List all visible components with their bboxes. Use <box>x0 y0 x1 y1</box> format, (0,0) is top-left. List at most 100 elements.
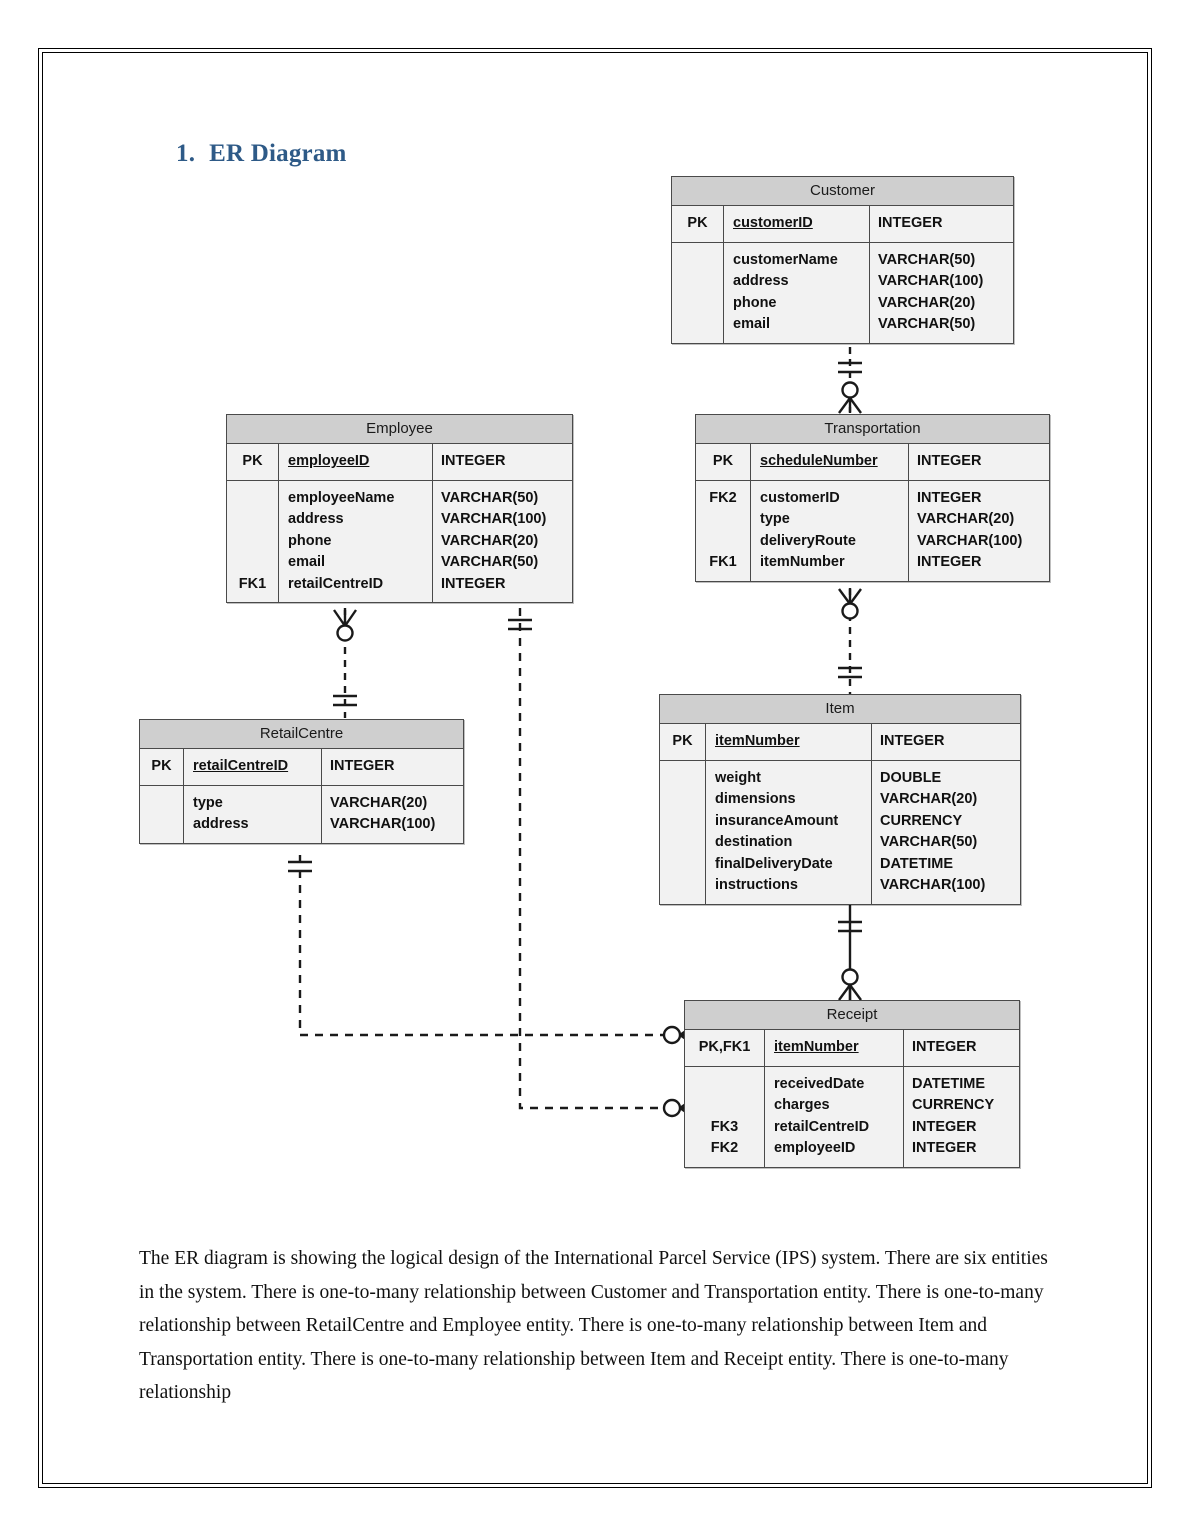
attribute-type: VARCHAR(50) <box>441 554 539 570</box>
heading-text: ER Diagram <box>209 140 347 167</box>
entity-item-attr-section: . . . . . . weight dimensions insuranceA… <box>660 759 1022 904</box>
attribute-type: VARCHAR(20) <box>880 791 978 807</box>
key-label: . <box>672 271 723 293</box>
attribute-type: INTEGER <box>912 1039 977 1055</box>
attribute-type: VARCHAR(100) <box>441 511 547 527</box>
key-label: . <box>672 314 723 336</box>
key-label: . <box>696 531 750 553</box>
attribute-type: VARCHAR(20) <box>878 294 976 311</box>
attribute-name: employeeName <box>288 489 395 506</box>
attribute-type: CURRENCY <box>912 1097 995 1113</box>
page-border <box>38 48 1152 1488</box>
attribute-name: itemNumber <box>715 733 800 749</box>
attribute-name: retailCentreID <box>288 575 384 592</box>
entity-employee-body: PK employeeID INTEGER . . . . FK1 <box>227 444 572 602</box>
key-label: . <box>227 509 278 531</box>
key-label: . <box>660 854 705 876</box>
entity-employee[interactable]: Employee PK employeeID INTEGER . . . . <box>226 414 573 603</box>
attribute-name-column: type address <box>184 785 322 843</box>
connector-item-transportation <box>838 588 862 694</box>
entity-transportation-pk-section: PK scheduleNumber INTEGER <box>696 444 1049 480</box>
key-column: PK <box>672 206 724 242</box>
key-column: PK <box>660 724 706 760</box>
attribute-type: VARCHAR(100) <box>917 532 1023 549</box>
entity-customer-attr-section: . . . . customerName address phone email… <box>672 241 1015 343</box>
key-label: . <box>672 293 723 315</box>
entity-customer-pk-section: PK customerID INTEGER <box>672 206 1013 242</box>
entity-receipt-pk-section: PK,FK1 itemNumber INTEGER <box>685 1030 1019 1066</box>
key-label: . <box>685 1095 764 1117</box>
attribute-type: CURRENCY <box>880 812 963 829</box>
attribute-name: retailCentreID <box>193 758 289 774</box>
attribute-name: employeeID <box>288 453 370 469</box>
attribute-name-column: itemNumber <box>706 724 872 760</box>
attribute-name: receivedDate <box>774 1075 865 1092</box>
entity-retailcentre-body: PK retailCentreID INTEGER . . type addre… <box>140 749 463 843</box>
key-column: PK <box>227 444 279 480</box>
entity-item[interactable]: Item PK itemNumber INTEGER . . . . <box>659 694 1021 905</box>
attribute-name-column: itemNumber <box>765 1030 904 1066</box>
attribute-name: retailCentreID <box>774 1118 870 1135</box>
entity-item-pk-section: PK itemNumber INTEGER <box>660 724 1020 760</box>
key-label: . <box>140 793 183 815</box>
attribute-type-column: DOUBLE VARCHAR(20) CURRENCY VARCHAR(50) … <box>872 761 1022 904</box>
connector-retailcentre-employee <box>333 608 357 718</box>
attribute-name: weight <box>715 769 761 786</box>
attribute-name: customerName <box>733 251 838 268</box>
entity-retailcentre-pk-section: PK retailCentreID INTEGER <box>140 749 463 785</box>
key-label: . <box>227 531 278 553</box>
attribute-type: VARCHAR(20) <box>441 532 539 549</box>
key-label: . <box>660 789 705 811</box>
entity-item-title: Item <box>660 695 1020 724</box>
attribute-type-column: VARCHAR(50) VARCHAR(100) VARCHAR(20) VAR… <box>870 243 1015 343</box>
key-label: . <box>140 814 183 836</box>
key-label: . <box>685 1074 764 1096</box>
attribute-name: dimensions <box>715 791 796 807</box>
entity-transportation[interactable]: Transportation PK scheduleNumber INTEGER… <box>695 414 1050 582</box>
attribute-name-column: receivedDate charges retailCentreID empl… <box>765 1066 904 1167</box>
attribute-name: address <box>193 816 249 832</box>
attribute-name-column: customerID type deliveryRoute itemNumber <box>751 480 909 581</box>
attribute-name: address <box>733 273 789 289</box>
entity-employee-title: Employee <box>227 415 572 444</box>
entity-customer-title: Customer <box>672 177 1013 206</box>
description-paragraph: The ER diagram is showing the logical de… <box>139 1248 1048 1403</box>
entity-retailcentre-title: RetailCentre <box>140 720 463 749</box>
entity-retailcentre[interactable]: RetailCentre PK retailCentreID INTEGER .… <box>139 719 464 844</box>
key-label: PK <box>672 733 693 749</box>
entity-customer[interactable]: Customer PK customerID INTEGER . . . . <box>671 176 1014 344</box>
attribute-type: VARCHAR(50) <box>880 834 978 850</box>
page-border-inner <box>42 52 1148 1484</box>
entity-transportation-attr-section: FK2 . . FK1 customerID type deliveryRout… <box>696 479 1051 581</box>
attribute-name: charges <box>774 1097 830 1113</box>
attribute-name: itemNumber <box>774 1039 859 1055</box>
attribute-name-column: customerName address phone email <box>724 242 870 343</box>
key-column: . . <box>140 785 184 843</box>
attribute-type: INTEGER <box>912 1118 977 1135</box>
key-label: PK <box>151 758 172 774</box>
attribute-type-column: INTEGER <box>904 1030 1021 1066</box>
attribute-type-column: DATETIME CURRENCY INTEGER INTEGER <box>904 1067 1021 1167</box>
attribute-name: destination <box>715 834 793 850</box>
entity-transportation-title: Transportation <box>696 415 1049 444</box>
key-label: FK2 <box>710 1140 739 1156</box>
key-label: PK <box>712 453 734 469</box>
attribute-type-column: INTEGER VARCHAR(20) VARCHAR(100) INTEGER <box>909 481 1051 581</box>
key-label: FK2 <box>709 489 737 506</box>
attribute-type-column: INTEGER <box>870 206 1015 242</box>
attribute-type: DATETIME <box>912 1075 986 1092</box>
attribute-type-column: INTEGER <box>872 724 1022 760</box>
attribute-name: type <box>193 794 223 811</box>
attribute-type: DATETIME <box>880 855 954 872</box>
key-label: FK1 <box>709 554 737 570</box>
attribute-name-column: weight dimensions insuranceAmount destin… <box>706 760 872 904</box>
attribute-type-column: VARCHAR(50) VARCHAR(100) VARCHAR(20) VAR… <box>433 481 573 603</box>
entity-employee-attr-section: . . . . FK1 employeeName address phone e… <box>227 479 573 603</box>
key-column: PK,FK1 <box>685 1030 765 1066</box>
attribute-name: type <box>760 511 790 527</box>
attribute-type-column: INTEGER <box>322 749 463 785</box>
attribute-type: INTEGER <box>917 554 982 570</box>
attribute-type: VARCHAR(20) <box>917 511 1015 527</box>
attribute-name: insuranceAmount <box>715 812 839 829</box>
entity-receipt[interactable]: Receipt PK,FK1 itemNumber INTEGER . . FK… <box>684 1000 1020 1168</box>
